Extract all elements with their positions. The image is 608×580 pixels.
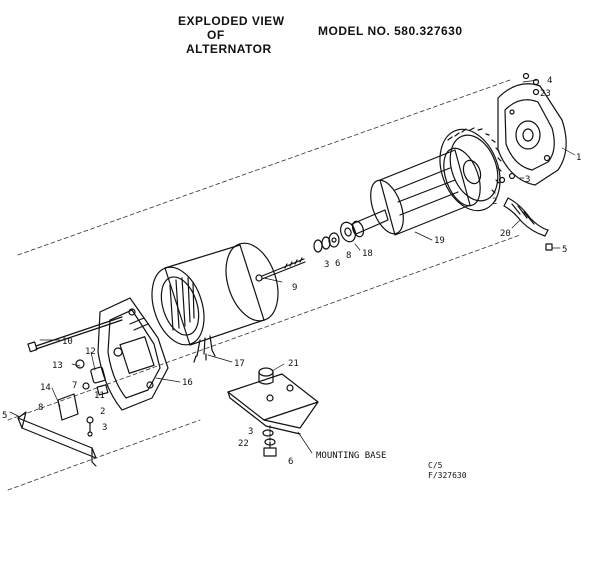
bearing bbox=[339, 221, 357, 243]
callout-18: 18 bbox=[362, 249, 373, 259]
callout-9: 9 bbox=[292, 283, 297, 293]
long-bolt bbox=[27, 316, 123, 353]
callout-5a: 5 bbox=[562, 245, 567, 255]
callout-5b: 5 bbox=[2, 411, 7, 421]
rear-end-housing bbox=[97, 297, 169, 411]
end-bell-bracket bbox=[497, 83, 567, 186]
callout-20: 20 bbox=[500, 229, 511, 239]
title-line-2: OF bbox=[207, 28, 225, 42]
callout-3b: 3 bbox=[324, 260, 329, 270]
leader-lines bbox=[9, 79, 576, 454]
assembly-axis-lines bbox=[7, 79, 521, 491]
callout-14: 14 bbox=[40, 383, 51, 393]
rotor-assembly bbox=[351, 127, 502, 238]
callout-3a: 3 bbox=[525, 175, 530, 185]
end-bell-fasteners bbox=[498, 72, 553, 251]
callout-23: 23 bbox=[540, 89, 551, 99]
rectifier-parts bbox=[75, 359, 109, 396]
through-bolt bbox=[255, 257, 306, 282]
callout-8a: 8 bbox=[346, 251, 351, 261]
callout-labels: 1 4 23 3 2 20 5 19 18 8 6 3 9 10 17 16 1… bbox=[2, 76, 581, 480]
callout-2b: 2 bbox=[100, 407, 105, 417]
callout-4: 4 bbox=[547, 76, 552, 86]
callout-3c: 3 bbox=[102, 423, 107, 433]
base-fasteners bbox=[262, 425, 277, 457]
callout-10: 10 bbox=[62, 337, 73, 347]
callout-12: 12 bbox=[85, 347, 96, 357]
callout-22: 22 bbox=[238, 439, 249, 449]
stator-housing bbox=[151, 242, 279, 363]
title-line-3: ALTERNATOR bbox=[186, 42, 272, 56]
mounting-base-label: MOUNTING BASE bbox=[316, 451, 386, 461]
model-number: MODEL NO. 580.327630 bbox=[318, 24, 463, 38]
mounting-bracket bbox=[17, 393, 97, 467]
callout-21: 21 bbox=[288, 359, 299, 369]
callout-8b: 8 bbox=[38, 403, 43, 413]
callout-3d: 3 bbox=[248, 427, 253, 437]
callout-19: 19 bbox=[434, 236, 445, 246]
callout-17: 17 bbox=[234, 359, 245, 369]
callout-6a: 6 bbox=[335, 259, 340, 269]
washer-stack bbox=[313, 232, 340, 253]
brush-cover bbox=[503, 197, 549, 237]
callout-13: 13 bbox=[52, 361, 63, 371]
callout-6b: 6 bbox=[288, 457, 293, 467]
footer-line-1: C/5 bbox=[428, 461, 443, 470]
callout-1: 1 bbox=[576, 153, 581, 163]
footer-line-2: F/327630 bbox=[428, 471, 467, 480]
mounting-base bbox=[227, 367, 319, 435]
callout-2a: 2 bbox=[492, 197, 497, 207]
callout-16: 16 bbox=[182, 378, 193, 388]
title-line-1: EXPLODED VIEW bbox=[178, 14, 285, 28]
callout-7: 7 bbox=[72, 381, 77, 391]
callout-11: 11 bbox=[94, 391, 105, 401]
